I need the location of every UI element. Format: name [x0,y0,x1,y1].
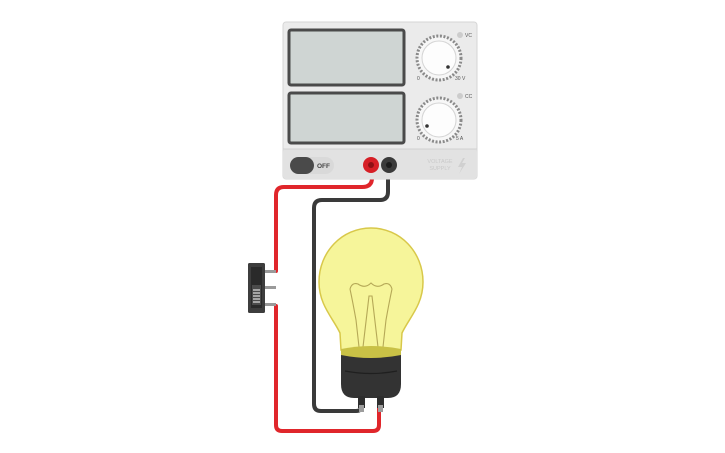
current-display [287,91,406,145]
slide-switch-grip [253,289,260,303]
light-bulb[interactable] [318,227,424,412]
cc-indicator-led [457,93,463,99]
bulb-glass [318,227,424,351]
voltage-knob-indicator [446,65,450,69]
positive-wire-to-bulb[interactable] [274,304,381,433]
power-toggle-knob [290,157,314,174]
lightning-bolt-icon [458,158,466,174]
positive-wire-to-switch[interactable] [274,163,374,273]
bulb-base [341,355,401,398]
current-max-label: 5 A [456,136,464,142]
slide-switch[interactable] [248,263,276,313]
positive-terminal[interactable] [363,157,379,173]
brand-line-2: SUPPLY [429,166,451,172]
current-knob-indicator [425,124,429,128]
vc-label: VC [465,33,472,39]
bulb-negative-lead[interactable] [358,396,365,412]
cc-label: CC [465,94,473,100]
voltage-knob[interactable] [415,34,463,82]
slide-switch-actuator[interactable] [252,285,261,305]
power-toggle-label: OFF [317,163,330,170]
negative-terminal[interactable] [381,157,397,173]
current-knob[interactable] [415,96,463,144]
voltage-min-label: 0 [417,76,420,82]
voltage-max-label: 30 V [455,76,466,82]
voltage-display [287,28,406,87]
bulb-positive-lead[interactable] [377,396,384,412]
brand-line-1: VOLTAGE [427,159,452,165]
negative-wire-to-bulb[interactable] [312,163,390,413]
bulb-collar [341,346,401,359]
vc-indicator-led [457,32,463,38]
power-supply: VC 0 30 V CC 0 5 A OFF VOLTAGE SUP [282,21,478,180]
bulb-filament [349,282,393,348]
current-min-label: 0 [417,136,420,142]
power-toggle-switch[interactable]: OFF [290,157,334,174]
